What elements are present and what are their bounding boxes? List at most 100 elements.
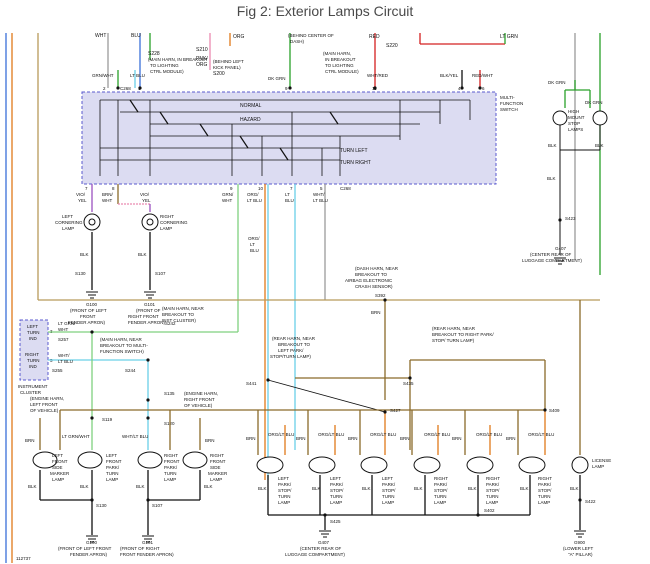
svg-text:STOP: STOP — [568, 121, 580, 126]
ground-g900-icon — [574, 530, 586, 538]
svg-text:BRN/: BRN/ — [102, 192, 114, 197]
svg-text:BLK: BLK — [547, 176, 556, 181]
svg-text:G900: G900 — [574, 540, 586, 545]
svg-text:FRONT: FRONT — [210, 459, 226, 464]
svg-text:PARK/: PARK/ — [538, 482, 552, 487]
svg-text:BREAKOUT TO: BREAKOUT TO — [278, 342, 311, 347]
svg-text:G101: G101 — [142, 540, 154, 545]
svg-text:BREAKOUT TO: BREAKOUT TO — [162, 312, 195, 317]
svg-text:RIGHT: RIGHT — [160, 214, 174, 219]
high-mount-lamp-left-icon — [552, 110, 568, 126]
svg-text:(REAR HARN, NEAR: (REAR HARN, NEAR — [432, 326, 476, 331]
svg-text:TURN: TURN — [434, 494, 447, 499]
svg-text:FENDER APRON): FENDER APRON) — [128, 320, 166, 325]
svg-text:RIGHT: RIGHT — [538, 476, 552, 481]
svg-text:LT BLU: LT BLU — [130, 73, 145, 78]
svg-text:LEFT: LEFT — [62, 214, 73, 219]
svg-text:(BEHIND CENTER OF: (BEHIND CENTER OF — [288, 33, 334, 38]
svg-text:SIDE: SIDE — [52, 465, 63, 470]
svg-text:ORG: ORG — [233, 34, 245, 40]
svg-text:TURN: TURN — [164, 471, 177, 476]
svg-text:DK GRN: DK GRN — [268, 76, 286, 81]
svg-text:STOP/ TURN LAMP): STOP/ TURN LAMP) — [432, 338, 475, 343]
svg-text:SIDE: SIDE — [210, 465, 221, 470]
svg-text:BREAKOUT TO RIGHT PARK/: BREAKOUT TO RIGHT PARK/ — [432, 332, 494, 337]
svg-text:BRN: BRN — [506, 436, 516, 441]
svg-text:CTRL MODULE): CTRL MODULE) — [325, 69, 359, 74]
svg-text:ORG/LT BLU: ORG/LT BLU — [424, 432, 450, 437]
svg-text:(MAIN HARN, IN BREAKOUT: (MAIN HARN, IN BREAKOUT — [148, 57, 208, 62]
svg-text:BLK: BLK — [520, 486, 529, 491]
svg-text:TURN: TURN — [278, 494, 291, 499]
right-rear-lamp-3-icon — [518, 456, 546, 474]
svg-text:WHT/: WHT/ — [313, 192, 325, 197]
s200-label: S200 — [213, 71, 225, 77]
svg-text:TURN: TURN — [382, 494, 395, 499]
right-rear-lamp-2-icon — [466, 456, 494, 474]
svg-text:RIGHT FRONT: RIGHT FRONT — [184, 397, 215, 402]
svg-text:RIGHT FRONT: RIGHT FRONT — [128, 314, 159, 319]
svg-text:PARK/: PARK/ — [106, 465, 120, 470]
svg-text:(CENTER REAR OF: (CENTER REAR OF — [300, 546, 342, 551]
svg-text:(FRONT OF LEFT FRONT: (FRONT OF LEFT FRONT — [58, 546, 112, 551]
svg-text:LAMPS: LAMPS — [568, 127, 583, 132]
svg-text:TO LIGHTING: TO LIGHTING — [325, 63, 354, 68]
svg-text:CORNERING: CORNERING — [160, 220, 188, 225]
svg-text:ORG/LT BLU: ORG/LT BLU — [476, 432, 502, 437]
svg-text:G407: G407 — [555, 246, 567, 251]
ground-rear-g407-icon — [319, 530, 331, 538]
svg-text:RIGHT: RIGHT — [164, 453, 178, 458]
svg-text:LEFT: LEFT — [52, 453, 63, 458]
svg-text:(ENGINE HARN,: (ENGINE HARN, — [30, 396, 64, 401]
svg-text:FRONT: FRONT — [80, 314, 96, 319]
wiring-diagram: WHT BLU S228 (MAIN HARN, IN BREAKOUT TO … — [5, 33, 611, 563]
svg-text:BRN: BRN — [452, 436, 462, 441]
svg-text:LAMP: LAMP — [210, 477, 222, 482]
svg-text:WHT/RED: WHT/RED — [367, 73, 389, 78]
svg-text:PARK/: PARK/ — [486, 482, 500, 487]
svg-text:INST CLUSTER): INST CLUSTER) — [162, 318, 196, 323]
top-labels: WHT BLU S228 (MAIN HARN, IN BREAKOUT TO … — [95, 33, 518, 77]
turn-left-label: TURN LEFT — [340, 148, 368, 154]
left-cornering-lamp-icon — [83, 213, 101, 231]
svg-text:BLK: BLK — [570, 486, 579, 491]
svg-text:G100: G100 — [86, 540, 98, 545]
svg-text:AIRBAG ELECTRONIC: AIRBAG ELECTRONIC — [345, 278, 393, 283]
svg-text:(MAIN HARN,: (MAIN HARN, — [323, 51, 351, 56]
svg-text:OF VEHICLE): OF VEHICLE) — [184, 403, 213, 408]
hazard-label: HAZARD — [240, 117, 261, 123]
svg-text:(REAR HARN, NEAR: (REAR HARN, NEAR — [272, 336, 316, 341]
svg-text:INSTRUMENT: INSTRUMENT — [18, 384, 48, 389]
diagram-id: 112737 — [16, 556, 31, 561]
switch-name-label: MULTI- — [500, 95, 515, 100]
svg-text:ORG/LT BLU: ORG/LT BLU — [268, 432, 294, 437]
svg-text:TURN: TURN — [106, 471, 119, 476]
svg-text:GRN/WHT: GRN/WHT — [92, 73, 114, 78]
svg-text:BRN: BRN — [25, 438, 35, 443]
svg-text:MARKER: MARKER — [208, 471, 228, 476]
svg-text:GRN/: GRN/ — [222, 192, 234, 197]
svg-text:BLK: BLK — [80, 252, 89, 257]
svg-text:BRN: BRN — [246, 436, 256, 441]
svg-text:BLK: BLK — [28, 484, 37, 489]
svg-text:BRN: BRN — [348, 436, 358, 441]
svg-text:LUGGAGE COMPARTMENT): LUGGAGE COMPARTMENT) — [285, 552, 345, 557]
svg-text:CTRL MODULE): CTRL MODULE) — [150, 69, 184, 74]
svg-text:LEFT PARK/: LEFT PARK/ — [278, 348, 304, 353]
svg-text:ORG: ORG — [196, 62, 208, 68]
svg-text:FRONT: FRONT — [106, 459, 122, 464]
svg-text:LT: LT — [285, 192, 290, 197]
svg-text:LEFT: LEFT — [27, 324, 38, 329]
svg-text:S135: S135 — [164, 391, 175, 396]
svg-text:LAMP: LAMP — [538, 500, 550, 505]
svg-text:(FRONT OF RIGHT: (FRONT OF RIGHT — [120, 546, 160, 551]
svg-text:BLU: BLU — [250, 248, 259, 253]
svg-text:WHT: WHT — [222, 198, 232, 203]
svg-text:ORG/: ORG/ — [248, 236, 260, 241]
svg-text:FRONT: FRONT — [164, 459, 180, 464]
svg-text:7: 7 — [290, 186, 293, 191]
svg-text:LT GRN: LT GRN — [500, 34, 518, 40]
svg-text:BLU: BLU — [285, 198, 294, 203]
svg-text:VIO/: VIO/ — [140, 192, 150, 197]
svg-text:S402: S402 — [484, 508, 495, 513]
